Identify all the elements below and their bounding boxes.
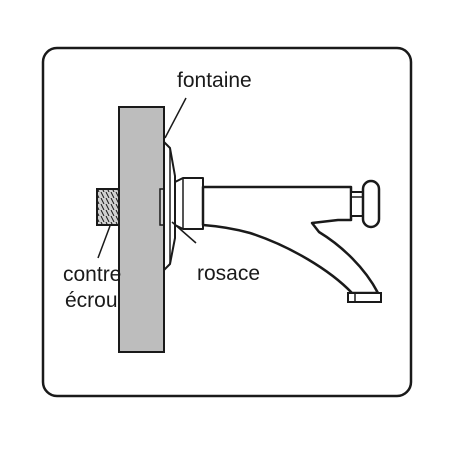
label-rosace: rosace	[197, 262, 260, 285]
leader-fontaine	[164, 97, 187, 139]
wall	[118, 106, 165, 353]
label-contre: contre	[63, 263, 121, 286]
spout-outlet	[347, 292, 382, 303]
label-fontaine: fontaine	[177, 69, 252, 92]
label-ecrou: écrou	[65, 289, 118, 312]
push-button	[361, 179, 381, 229]
leader-contre-ecrou	[97, 225, 111, 259]
leader-rosace	[171, 221, 197, 244]
tap-body	[201, 185, 380, 295]
tap-collar	[174, 177, 204, 230]
